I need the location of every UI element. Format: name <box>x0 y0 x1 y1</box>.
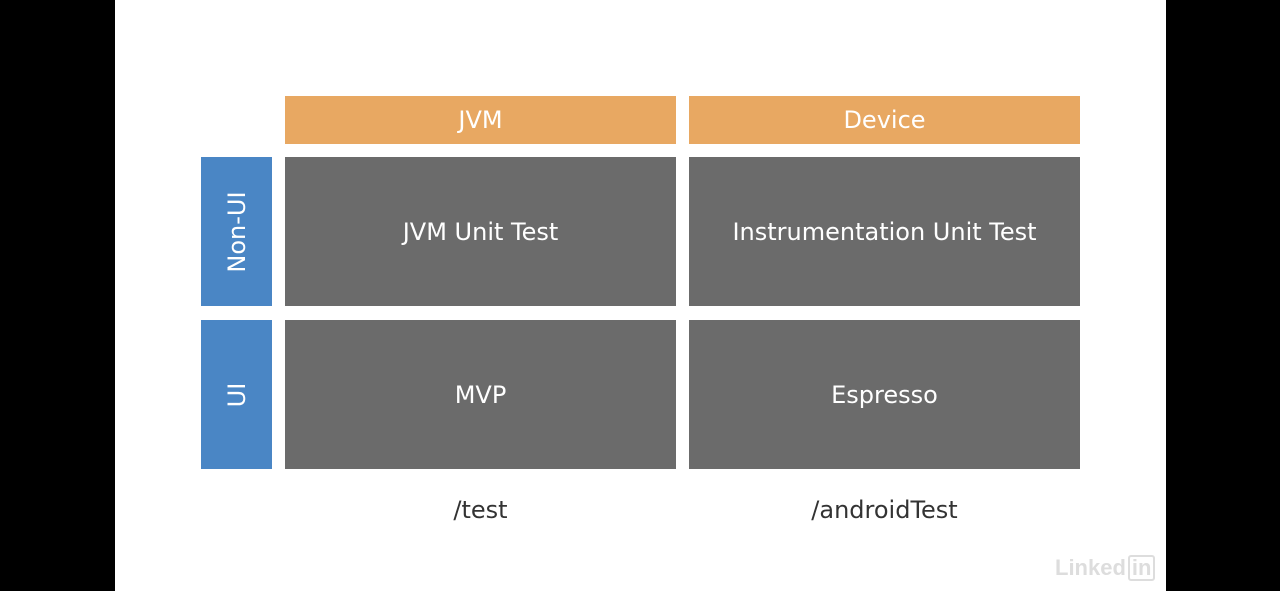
column-header-jvm-label: JVM <box>458 106 503 134</box>
cell-instrumentation-unit-test-label: Instrumentation Unit Test <box>732 217 1037 246</box>
cell-instrumentation-unit-test: Instrumentation Unit Test <box>689 157 1080 306</box>
column-header-jvm: JVM <box>285 96 676 144</box>
cell-mvp: MVP <box>285 320 676 469</box>
row-label-non-ui: Non-UI <box>201 157 272 306</box>
cell-espresso-label: Espresso <box>831 380 938 409</box>
linkedin-watermark-logo: Linked in <box>1055 555 1156 581</box>
path-label-test: /test <box>285 496 676 524</box>
path-label-android-test-text: /androidTest <box>811 496 958 524</box>
watermark-linked-text: Linked <box>1055 555 1126 580</box>
row-label-ui-text: UI <box>222 382 251 407</box>
row-label-non-ui-text: Non-UI <box>222 190 251 273</box>
cell-jvm-unit-test-label: JVM Unit Test <box>402 217 559 246</box>
watermark-in-box: in <box>1127 555 1156 581</box>
cell-espresso: Espresso <box>689 320 1080 469</box>
column-header-device-label: Device <box>843 106 926 134</box>
cell-mvp-label: MVP <box>454 380 507 409</box>
path-label-android-test: /androidTest <box>689 496 1080 524</box>
column-header-device: Device <box>689 96 1080 144</box>
cell-jvm-unit-test: JVM Unit Test <box>285 157 676 306</box>
path-label-test-text: /test <box>453 496 508 524</box>
row-label-ui: UI <box>201 320 272 469</box>
